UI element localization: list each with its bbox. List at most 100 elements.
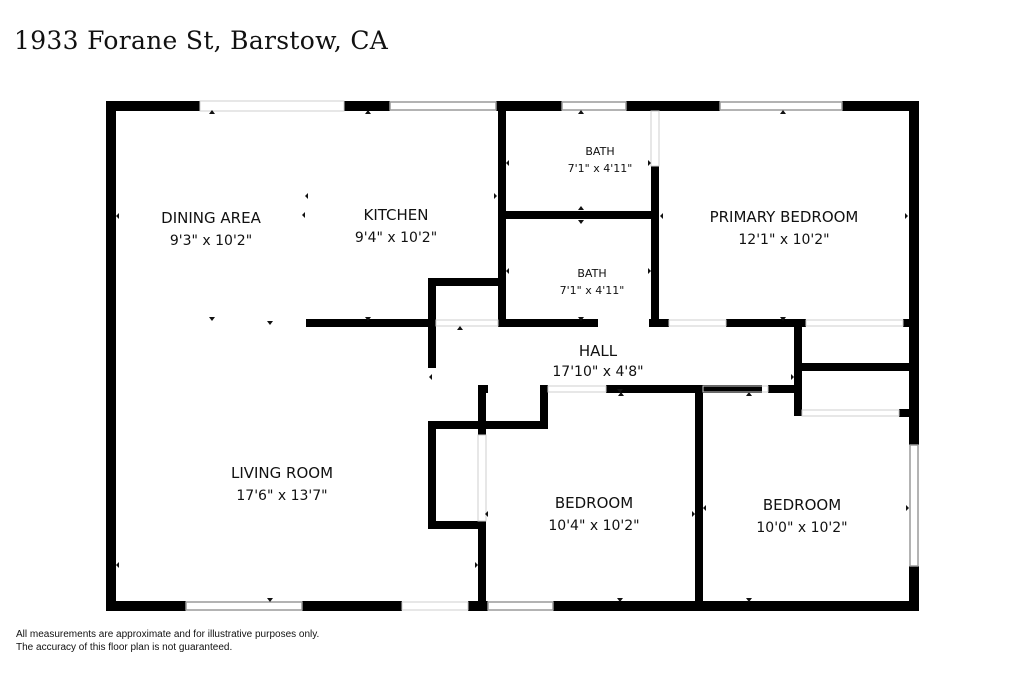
tick [648,160,651,166]
wall-right-upper [909,101,919,419]
tick [648,268,651,274]
tick [365,317,371,321]
tick [780,110,786,114]
wall-bed1-jog-d [428,421,436,529]
wall-bath-primary-lower [651,166,659,327]
wall-bottom-mid [302,601,402,611]
hall-dims: 17'10" x 4'8" [552,364,643,380]
primary-bedroom-label: PRIMARY BEDROOM [710,208,859,226]
wall-right-lower-top [909,411,919,445]
tick [457,326,463,330]
wall-bedroom-divider [695,385,703,611]
wall-hall-top-primary [649,319,669,327]
bedroom-2-dims: 10'0" x 10'2" [756,520,847,536]
tick [429,374,432,380]
wall-pantry-top [428,278,506,286]
primary-bedroom-dims: 12'1" x 10'2" [738,232,829,248]
opening-hall-primary [668,319,727,327]
tick [494,193,497,199]
tick [578,220,584,224]
bath-2-dims: 7'1" x 4'11" [560,284,625,297]
room-labels: DINING AREA 9'3" x 10'2" KITCHEN 9'4" x … [161,145,858,536]
living-room-label: LIVING ROOM [231,464,333,482]
wall-right-lower-bottom [909,566,919,611]
wall-living-kitchen [306,319,436,327]
disclaimer: All measurements are approximate and for… [16,628,319,654]
wall-hall-top-right [726,319,806,327]
tick [578,317,584,321]
tick [703,505,706,511]
tick [209,317,215,321]
opening-closet-bottom [801,409,900,417]
wall-top-bath [496,101,562,111]
wall-top-bath-right [626,101,720,111]
wall-bath-divider [506,211,656,219]
opening-bottom-entry [401,601,469,611]
wall-closet-left [794,319,802,416]
wall-closet-bottom [899,409,919,417]
tick [365,110,371,114]
tick [302,212,305,218]
opening-hall-closet [805,319,904,327]
walls [106,101,919,611]
tick [578,110,584,114]
tick [780,317,786,321]
opening-hall-bath2 [435,319,499,327]
tick [578,206,584,210]
wall-bed1-jog-b [540,385,548,429]
tick [905,213,908,219]
tick [267,321,273,325]
window-top-kitchen [389,101,497,111]
window-right-bed2 [909,444,919,567]
tick [506,268,509,274]
tick [746,392,752,396]
bedroom-2-label: BEDROOM [763,496,841,514]
wall-bed1-jog-e [428,521,486,529]
wall-closet-shelf [802,363,909,371]
bath-1-label: BATH [585,145,614,158]
tick [209,110,215,114]
window-bottom-bed1 [487,601,554,611]
wall-hall-top-bath [498,319,598,327]
wall-pantry-left [428,278,436,368]
tick [305,193,308,199]
tick [267,598,273,602]
wall-top-left [106,101,200,111]
window-top-primary [719,101,843,111]
tick [116,213,119,219]
opening-bed1-closet [477,434,487,522]
tick [791,374,794,380]
wall-left [106,101,116,611]
wall-hall-bottom-mid [606,385,762,393]
openings [199,100,904,611]
hall-label: HALL [579,342,618,360]
bedroom-1-label: BEDROOM [555,494,633,512]
dining-area-dims: 9'3" x 10'2" [170,233,252,249]
tick [906,505,909,511]
wall-hall-bottom-right [768,385,802,393]
kitchen-label: KITCHEN [364,206,429,224]
wall-top-mid [344,101,390,111]
tick [617,598,623,602]
tick [618,392,624,396]
wall-bottom-bed [553,601,919,611]
bedroom-1-dims: 10'4" x 10'2" [548,518,639,534]
opening-bed1-door [547,385,607,393]
tick [475,562,478,568]
disclaimer-line-1: All measurements are approximate and for… [16,629,320,640]
window-top-bath [561,101,627,111]
wall-bed1-jog-a [478,385,486,435]
kitchen-dims: 9'4" x 10'2" [355,230,437,246]
tick [617,389,623,393]
tick [660,213,663,219]
tick [506,160,509,166]
windows [185,101,919,611]
dining-area-label: DINING AREA [161,209,261,227]
bath-2-label: BATH [577,267,606,280]
opening-top-dining [199,100,345,112]
wall-bed1-left [478,521,486,611]
measurement-ticks [116,110,909,602]
opening-bath-door [650,110,660,167]
tick [485,511,488,517]
